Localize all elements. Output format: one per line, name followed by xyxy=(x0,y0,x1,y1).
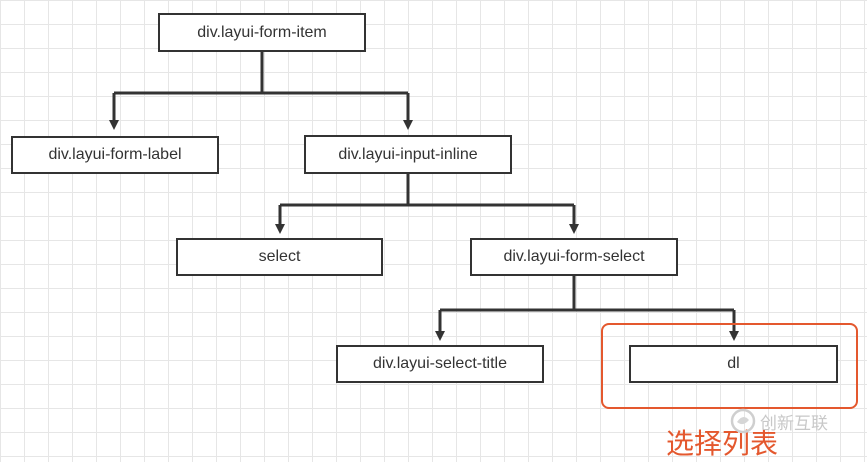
highlight-caption: 选择列表 xyxy=(666,427,779,460)
node-select: select xyxy=(176,238,383,276)
watermark-text: 创新互联 xyxy=(760,413,828,434)
logo-swirl-icon xyxy=(730,408,756,434)
node-form-select: div.layui-form-select xyxy=(470,238,678,276)
node-select-title: div.layui-select-title xyxy=(336,345,544,383)
node-input-inline: div.layui-input-inline xyxy=(304,135,512,174)
highlight-box xyxy=(601,323,858,409)
watermark: 创新互联 xyxy=(730,408,828,434)
node-form-item: div.layui-form-item xyxy=(158,13,366,52)
node-form-label: div.layui-form-label xyxy=(11,136,219,174)
node-dl: dl xyxy=(629,345,838,383)
